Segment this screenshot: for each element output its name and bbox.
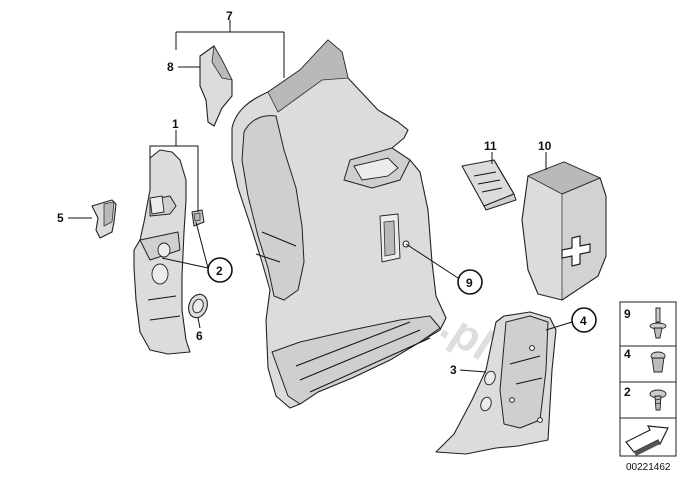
callout-9: 9 <box>466 276 473 290</box>
callout-4-circle <box>571 307 597 333</box>
callout-2: 2 <box>216 264 223 278</box>
callout-9-circle <box>457 269 483 295</box>
callout-5: 5 <box>57 211 64 225</box>
callout-6: 6 <box>196 329 203 343</box>
legend-number-2: 2 <box>624 385 631 399</box>
callout-3: 3 <box>450 363 457 377</box>
clip-nut-icon <box>650 351 666 373</box>
callout-7: 7 <box>226 9 233 23</box>
legend-cell-9 <box>619 301 677 347</box>
screw-icon <box>649 389 667 411</box>
first-aid-cross-icon <box>561 235 591 267</box>
callout-2-circle <box>207 257 233 283</box>
fastener-legend: 9 4 2 <box>619 301 677 457</box>
side-trim-panel[interactable] <box>231 39 447 409</box>
callout-4: 4 <box>580 314 587 328</box>
arrow-icon <box>625 425 669 456</box>
small-bracket[interactable] <box>91 199 117 239</box>
left-column-trim[interactable] <box>133 149 191 355</box>
callout-8: 8 <box>167 60 174 74</box>
legend-cell-4 <box>619 345 677 383</box>
push-rivet-icon <box>649 307 667 339</box>
legend-number-4: 4 <box>624 347 631 361</box>
pillar-trim-piece[interactable] <box>199 44 233 127</box>
callout-11: 11 <box>484 139 497 153</box>
leader-lines <box>68 20 573 373</box>
rear-corner-trim[interactable] <box>435 311 557 455</box>
callout-10: 10 <box>538 139 552 153</box>
warning-label[interactable] <box>461 159 517 211</box>
first-aid-box[interactable] <box>521 161 607 301</box>
legend-number-9: 9 <box>624 307 631 321</box>
diagram-code: 00221462 <box>626 462 671 473</box>
legend-cell-2 <box>619 381 677 419</box>
round-cover-plug[interactable] <box>185 292 210 321</box>
retaining-clip[interactable] <box>191 209 205 227</box>
callout-1: 1 <box>172 117 179 131</box>
